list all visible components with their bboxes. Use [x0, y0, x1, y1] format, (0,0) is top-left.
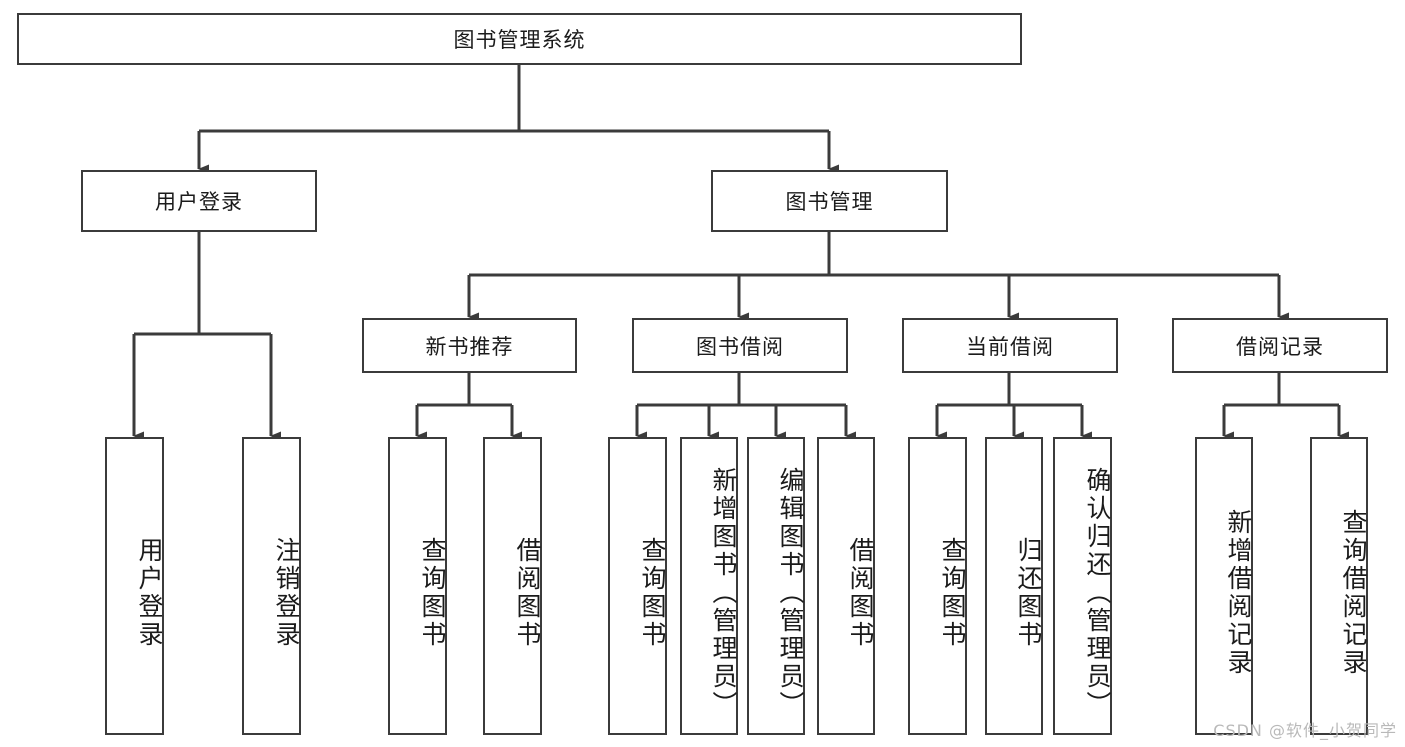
- node-borrow-record[interactable]: 借阅记录: [1172, 318, 1388, 373]
- leaf-add-book-admin-label: 新增图书（管理员）: [709, 467, 738, 719]
- leaf-query-book-current[interactable]: 查询图书: [908, 437, 967, 735]
- leaf-user-login-label: 用户登录: [135, 537, 164, 649]
- leaf-query-borrow-record-label: 查询借阅记录: [1339, 509, 1368, 677]
- node-user-login-label: 用户登录: [155, 190, 243, 214]
- leaf-logout[interactable]: 注销登录: [242, 437, 301, 735]
- leaf-query-book-borrow-label: 查询图书: [638, 537, 667, 649]
- leaf-borrow-book[interactable]: 借阅图书: [817, 437, 875, 735]
- leaf-edit-book-admin[interactable]: 编辑图书（管理员）: [747, 437, 805, 735]
- leaf-query-book-borrow[interactable]: 查询图书: [608, 437, 667, 735]
- leaf-return-book-label: 归还图书: [1014, 537, 1043, 649]
- leaf-add-borrow-record-label: 新增借阅记录: [1224, 509, 1253, 677]
- leaf-query-borrow-record[interactable]: 查询借阅记录: [1310, 437, 1368, 735]
- node-book-borrow[interactable]: 图书借阅: [632, 318, 848, 373]
- leaf-query-book-recommend[interactable]: 查询图书: [388, 437, 447, 735]
- leaf-borrow-book-recommend-label: 借阅图书: [513, 537, 542, 649]
- node-new-book-recommend-label: 新书推荐: [425, 334, 514, 359]
- node-book-management-label: 图书管理: [785, 190, 874, 214]
- leaf-borrow-book-recommend[interactable]: 借阅图书: [483, 437, 542, 735]
- leaf-user-login[interactable]: 用户登录: [105, 437, 164, 735]
- node-new-book-recommend[interactable]: 新书推荐: [362, 318, 577, 373]
- leaf-confirm-return-admin-label: 确认归还（管理员）: [1083, 467, 1112, 719]
- leaf-logout-label: 注销登录: [272, 537, 301, 649]
- node-book-management[interactable]: 图书管理: [711, 170, 948, 232]
- leaf-edit-book-admin-label: 编辑图书（管理员）: [776, 467, 805, 719]
- leaf-return-book[interactable]: 归还图书: [985, 437, 1043, 735]
- node-root-system[interactable]: 图书管理系统: [17, 13, 1022, 65]
- leaf-borrow-book-label: 借阅图书: [846, 537, 875, 649]
- node-user-login[interactable]: 用户登录: [81, 170, 317, 232]
- leaf-add-book-admin[interactable]: 新增图书（管理员）: [680, 437, 738, 735]
- node-current-borrow-label: 当前借阅: [966, 334, 1054, 359]
- node-root-system-label: 图书管理系统: [453, 28, 586, 52]
- leaf-confirm-return-admin[interactable]: 确认归还（管理员）: [1053, 437, 1112, 735]
- leaf-query-book-current-label: 查询图书: [938, 537, 967, 649]
- node-current-borrow[interactable]: 当前借阅: [902, 318, 1118, 373]
- leaf-add-borrow-record[interactable]: 新增借阅记录: [1195, 437, 1253, 735]
- node-book-borrow-label: 图书借阅: [696, 334, 784, 359]
- node-borrow-record-label: 借阅记录: [1236, 334, 1324, 359]
- leaf-query-book-recommend-label: 查询图书: [418, 537, 447, 649]
